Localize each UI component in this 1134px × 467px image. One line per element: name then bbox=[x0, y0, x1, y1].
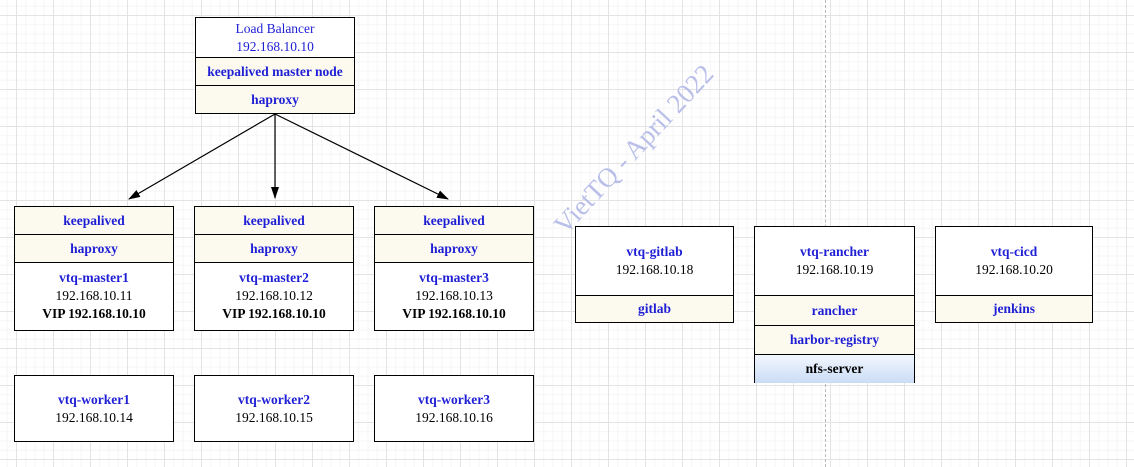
load-balancer-title: Load Balancer bbox=[235, 20, 315, 36]
master1-row-haproxy: haproxy bbox=[15, 234, 173, 262]
master2-ip: 192.168.10.12 bbox=[235, 287, 313, 303]
master3-row-keepalived: keepalived bbox=[375, 207, 533, 234]
node-gitlab: vtq-gitlab 192.168.10.18 gitlab bbox=[575, 226, 734, 323]
worker3-name: vtq-worker3 bbox=[418, 391, 490, 407]
rancher-ip: 192.168.10.19 bbox=[795, 262, 874, 277]
load-balancer-row-haproxy: haproxy bbox=[196, 85, 354, 113]
cicd-row-jenkins: jenkins bbox=[936, 295, 1092, 322]
master1-row-keepalived: keepalived bbox=[15, 207, 173, 234]
master2-vip: VIP 192.168.10.10 bbox=[222, 305, 326, 321]
cicd-name: vtq-cicd bbox=[990, 244, 1038, 259]
gitlab-ip: 192.168.10.18 bbox=[615, 262, 694, 277]
master2-row-haproxy: haproxy bbox=[195, 234, 353, 262]
node-master-2: keepalived haproxy vtq-master2 192.168.1… bbox=[194, 206, 354, 331]
worker3-info-section: vtq-worker3 192.168.10.16 bbox=[375, 376, 533, 441]
gitlab-row-gitlab: gitlab bbox=[576, 295, 733, 322]
master2-info-section: vtq-master2 192.168.10.12 VIP 192.168.10… bbox=[195, 262, 353, 328]
node-master-1: keepalived haproxy vtq-master1 192.168.1… bbox=[14, 206, 174, 331]
node-cicd: vtq-cicd 192.168.10.20 jenkins bbox=[935, 226, 1093, 323]
master3-ip: 192.168.10.13 bbox=[415, 287, 493, 303]
master3-vip: VIP 192.168.10.10 bbox=[402, 305, 506, 321]
cicd-info-section: vtq-cicd 192.168.10.20 bbox=[936, 227, 1092, 295]
node-rancher: vtq-rancher 192.168.10.19 rancher harbor… bbox=[754, 226, 915, 383]
rancher-row-rancher: rancher bbox=[755, 295, 914, 325]
cicd-ip: 192.168.10.20 bbox=[975, 262, 1053, 277]
master2-row-keepalived: keepalived bbox=[195, 207, 353, 234]
master1-vip: VIP 192.168.10.10 bbox=[42, 305, 146, 321]
worker1-info-section: vtq-worker1 192.168.10.14 bbox=[15, 376, 173, 441]
worker1-name: vtq-worker1 bbox=[58, 391, 130, 407]
rancher-row-nfs-server: nfs-server bbox=[755, 354, 914, 383]
node-worker-3: vtq-worker3 192.168.10.16 bbox=[374, 375, 534, 442]
worker2-name: vtq-worker2 bbox=[238, 391, 310, 407]
node-worker-2: vtq-worker2 192.168.10.15 bbox=[194, 375, 354, 442]
worker2-ip: 192.168.10.15 bbox=[235, 409, 313, 425]
gitlab-info-section: vtq-gitlab 192.168.10.18 bbox=[576, 227, 733, 295]
master1-info-section: vtq-master1 192.168.10.11 VIP 192.168.10… bbox=[15, 262, 173, 328]
node-master-3: keepalived haproxy vtq-master3 192.168.1… bbox=[374, 206, 534, 331]
arrow-lb-to-master1 bbox=[128, 113, 276, 200]
load-balancer-ip: 192.168.10.10 bbox=[236, 38, 314, 54]
gitlab-name: vtq-gitlab bbox=[626, 244, 683, 259]
rancher-row-harbor-registry: harbor-registry bbox=[755, 325, 914, 354]
node-worker-1: vtq-worker1 192.168.10.14 bbox=[14, 375, 174, 442]
worker2-info-section: vtq-worker2 192.168.10.15 bbox=[195, 376, 353, 441]
master1-ip: 192.168.10.11 bbox=[55, 287, 133, 303]
load-balancer-title-section: Load Balancer 192.168.10.10 bbox=[196, 18, 354, 57]
master2-name: vtq-master2 bbox=[239, 269, 309, 285]
worker3-ip: 192.168.10.16 bbox=[415, 409, 493, 425]
master3-name: vtq-master3 bbox=[419, 269, 489, 285]
load-balancer-row-keepalived-master: keepalived master node bbox=[196, 57, 354, 85]
master3-info-section: vtq-master3 192.168.10.13 VIP 192.168.10… bbox=[375, 262, 533, 328]
master3-row-haproxy: haproxy bbox=[375, 234, 533, 262]
node-load-balancer: Load Balancer 192.168.10.10 keepalived m… bbox=[195, 17, 355, 114]
rancher-name: vtq-rancher bbox=[800, 244, 869, 259]
rancher-info-section: vtq-rancher 192.168.10.19 bbox=[755, 227, 914, 295]
arrow-lb-to-master3 bbox=[274, 113, 449, 200]
master1-name: vtq-master1 bbox=[59, 269, 129, 285]
worker1-ip: 192.168.10.14 bbox=[55, 409, 133, 425]
